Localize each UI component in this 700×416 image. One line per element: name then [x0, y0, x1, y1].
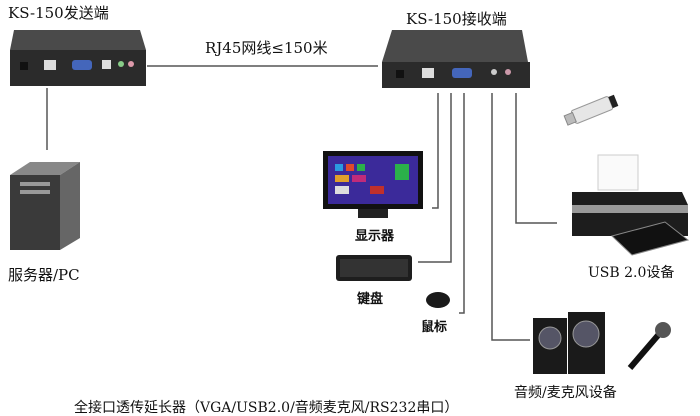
mouse-line	[459, 93, 465, 314]
usb-port-icon	[102, 60, 111, 69]
connection-lines	[46, 65, 557, 341]
caption: 全接口透传延长器（VGA/USB2.0/音频麦克风/RS232串口）	[74, 400, 459, 416]
audio-device-label: 音频/麦克风设备	[514, 385, 617, 401]
usb-line	[515, 93, 557, 224]
rj45-port-icon	[44, 60, 56, 70]
usb-flash-drive-icon	[563, 94, 619, 126]
keyboard-label: 键盘	[357, 292, 384, 307]
vga-port-icon	[72, 60, 92, 70]
monitor-line	[432, 93, 439, 209]
monitor-label: 显示器	[355, 229, 395, 244]
server-label: 服务器/PC	[8, 266, 80, 284]
mouse-icon	[426, 292, 450, 308]
mouse-label: 鼠标	[421, 320, 448, 335]
audio-line	[491, 93, 530, 341]
sender-title: KS-150发送端	[8, 4, 109, 22]
monitor-icon	[323, 151, 423, 218]
dc-port-icon	[20, 62, 28, 70]
usb-device-label: USB 2.0设备	[588, 265, 675, 281]
receiver-device	[382, 30, 530, 88]
sender-device	[10, 30, 146, 86]
server-pc-icon	[10, 162, 80, 250]
microphone-icon	[627, 322, 671, 370]
speakers-icon	[533, 312, 605, 374]
cable-label: RJ45网线≤150米	[205, 39, 328, 57]
keyboard-line	[418, 93, 452, 263]
keyboard-icon	[336, 255, 412, 281]
receiver-title: KS-150接收端	[406, 10, 507, 28]
printer-icon	[572, 154, 690, 256]
